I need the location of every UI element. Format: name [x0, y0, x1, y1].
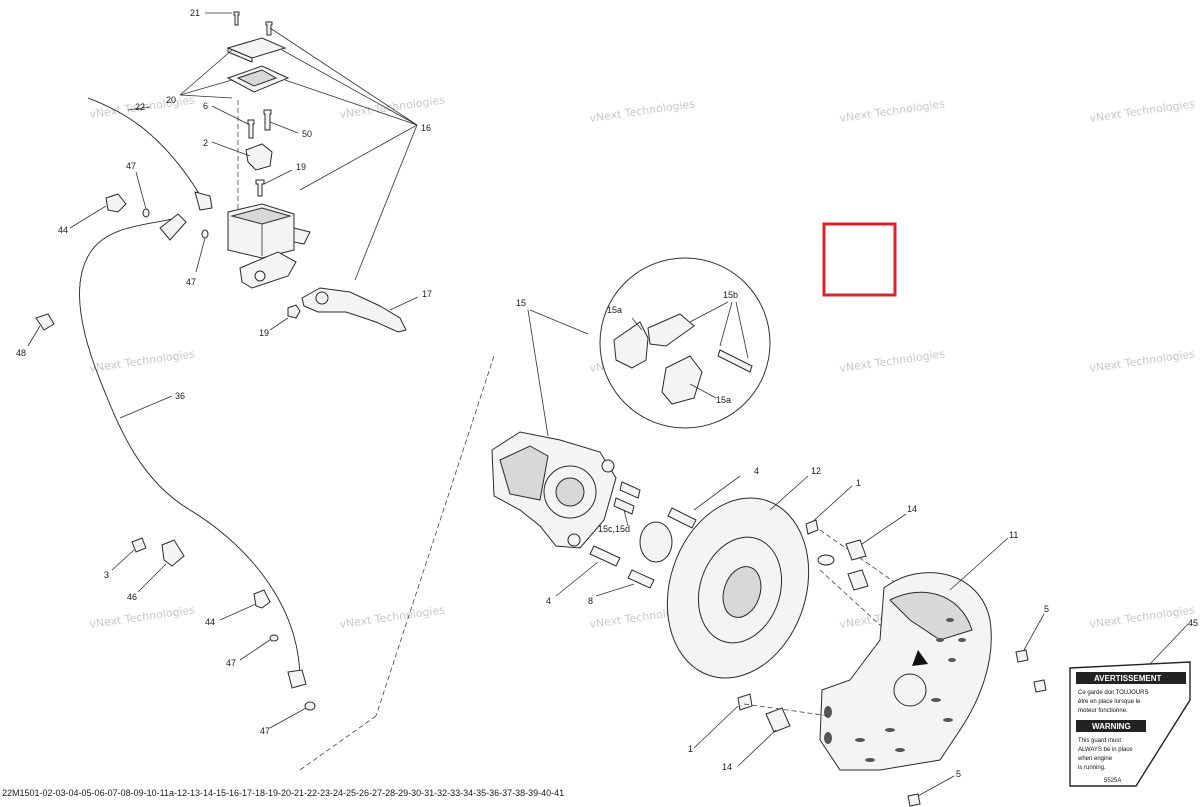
banjo-bolt-44: [105, 193, 127, 213]
watermark: vNext Technologies: [339, 603, 446, 631]
warning-text-fr-3: moteur fonctionne.: [1078, 708, 1128, 714]
callout-12[interactable]: 12: [811, 466, 821, 476]
callout-47-c[interactable]: 47: [226, 658, 236, 668]
callout-8[interactable]: 8: [588, 596, 593, 606]
banjo-bolt-44b: [253, 589, 271, 609]
watermark: vNext Technologies: [89, 603, 196, 631]
callout-3[interactable]: 3: [104, 570, 109, 580]
bolt-19: [255, 179, 265, 197]
warning-text-en-4: is running.: [1078, 765, 1106, 771]
watermark: vNext Technologies: [1089, 97, 1196, 125]
watermark: vNext Technologies: [589, 97, 696, 125]
callout-19-lower[interactable]: 19: [259, 328, 269, 338]
callout-14-upper[interactable]: 14: [907, 504, 917, 514]
watermark: vNext Technologies: [89, 347, 196, 375]
callout-15a-left[interactable]: 15a: [607, 305, 622, 315]
callout-15b[interactable]: 15b: [723, 290, 738, 300]
warning-text-en-3: when engine: [1077, 756, 1113, 762]
caliper-group: [299, 257, 771, 771]
hose-clip-48: [35, 313, 55, 331]
brake-pad-15a-left: [613, 321, 649, 369]
o-ring: [639, 521, 673, 563]
highlight-box[interactable]: [822, 222, 897, 297]
brake-disc-group: [666, 475, 941, 681]
brake-pad-inset: [599, 257, 771, 429]
warning-text-fr-1: Ce garde doit TOUJOURS: [1078, 690, 1148, 696]
callout-15a-right[interactable]: 15a: [716, 395, 731, 405]
pad-pin-15b: [717, 349, 753, 373]
callout-2[interactable]: 2: [203, 138, 208, 148]
callout-21[interactable]: 21: [190, 8, 200, 18]
screw-5-upper: [1015, 649, 1029, 663]
bolt-4-upper: [667, 507, 697, 529]
callout-44-lower[interactable]: 44: [205, 617, 215, 627]
callout-5-upper[interactable]: 5: [1044, 604, 1049, 614]
warning-code: 5525A: [1104, 778, 1121, 784]
spacer-14-lower: [765, 707, 791, 733]
callout-36[interactable]: 36: [175, 391, 185, 401]
nut-19: [287, 304, 301, 319]
warning-header-fr: AVERTISSEMENT: [1094, 674, 1162, 683]
screw-21b: [265, 21, 273, 36]
lever-pivot: [239, 251, 297, 289]
callout-6[interactable]: 6: [203, 101, 208, 111]
callout-44-upper[interactable]: 44: [58, 225, 68, 235]
banjo-fitting-lower: [287, 669, 307, 689]
callout-47-a[interactable]: 47: [126, 161, 136, 171]
callout-16[interactable]: 16: [421, 123, 431, 133]
disc-guard-group: [693, 513, 1047, 807]
screw-21: [233, 11, 240, 26]
callout-50[interactable]: 50: [302, 129, 312, 139]
callout-20[interactable]: 20: [166, 95, 176, 105]
hose-fitting-top: [159, 213, 187, 241]
warning-header-en: WARNING: [1092, 722, 1131, 731]
hose-clamp-46: [161, 539, 185, 567]
callout-45[interactable]: 45: [1188, 618, 1198, 628]
bolt-1-lower: [737, 693, 753, 711]
document-code: 22M1501-02-03-04-05-06-07-08-09-10-11a-1…: [2, 788, 565, 798]
callout-46[interactable]: 46: [127, 592, 137, 602]
watermark: vNext Technologies: [1089, 347, 1196, 375]
screw-5-lower: [907, 793, 921, 807]
pad-spring-15b: [647, 313, 695, 347]
brake-pad-15a-right: [661, 355, 703, 405]
spacer-14-upper: [845, 539, 867, 561]
watermark: vNext Technologies: [1089, 603, 1196, 631]
callout-48[interactable]: 48: [16, 348, 26, 358]
master-cylinder-group: [179, 11, 419, 333]
callout-19-upper[interactable]: 19: [296, 162, 306, 172]
callout-47-b[interactable]: 47: [186, 277, 196, 287]
callout-4-upper[interactable]: 4: [754, 466, 759, 476]
callout-4-lower[interactable]: 4: [546, 596, 551, 606]
warning-text-en-1: This guard must: [1078, 738, 1121, 744]
callout-5-lower[interactable]: 5: [956, 769, 961, 779]
warning-label-45: AVERTISSEMENT Ce garde doit TOUJOURS êtr…: [1069, 623, 1191, 787]
screw-50: [263, 109, 272, 131]
callout-47-d[interactable]: 47: [260, 726, 270, 736]
callouts: 21 20 22 16 6 50 2 19 47 44 47 17 19 48 …: [16, 8, 1198, 779]
bolt-4-lower: [589, 545, 621, 567]
hoses-group: [27, 97, 316, 729]
callout-1-lower[interactable]: 1: [688, 744, 693, 754]
watermark: vNext Technologies: [839, 97, 946, 125]
bolt-8: [627, 569, 655, 589]
clamp-2: [245, 143, 273, 171]
warning-text-fr-2: être en place lorsque le: [1078, 699, 1141, 705]
watermark: vNext Technologies: [839, 347, 946, 375]
callout-15[interactable]: 15: [516, 298, 526, 308]
banjo-fitting-22: [194, 191, 213, 211]
callout-17[interactable]: 17: [422, 289, 432, 299]
callout-22[interactable]: 22: [135, 102, 145, 112]
warning-text-en-2: ALWAYS be in place: [1078, 747, 1133, 753]
screw-6: [247, 119, 255, 139]
bolt-3: [131, 537, 147, 553]
callout-14-lower[interactable]: 14: [722, 762, 732, 772]
callout-11[interactable]: 11: [1009, 530, 1018, 540]
callout-1-upper[interactable]: 1: [856, 478, 861, 488]
callout-15c-15d[interactable]: 15c,15d: [598, 524, 630, 534]
